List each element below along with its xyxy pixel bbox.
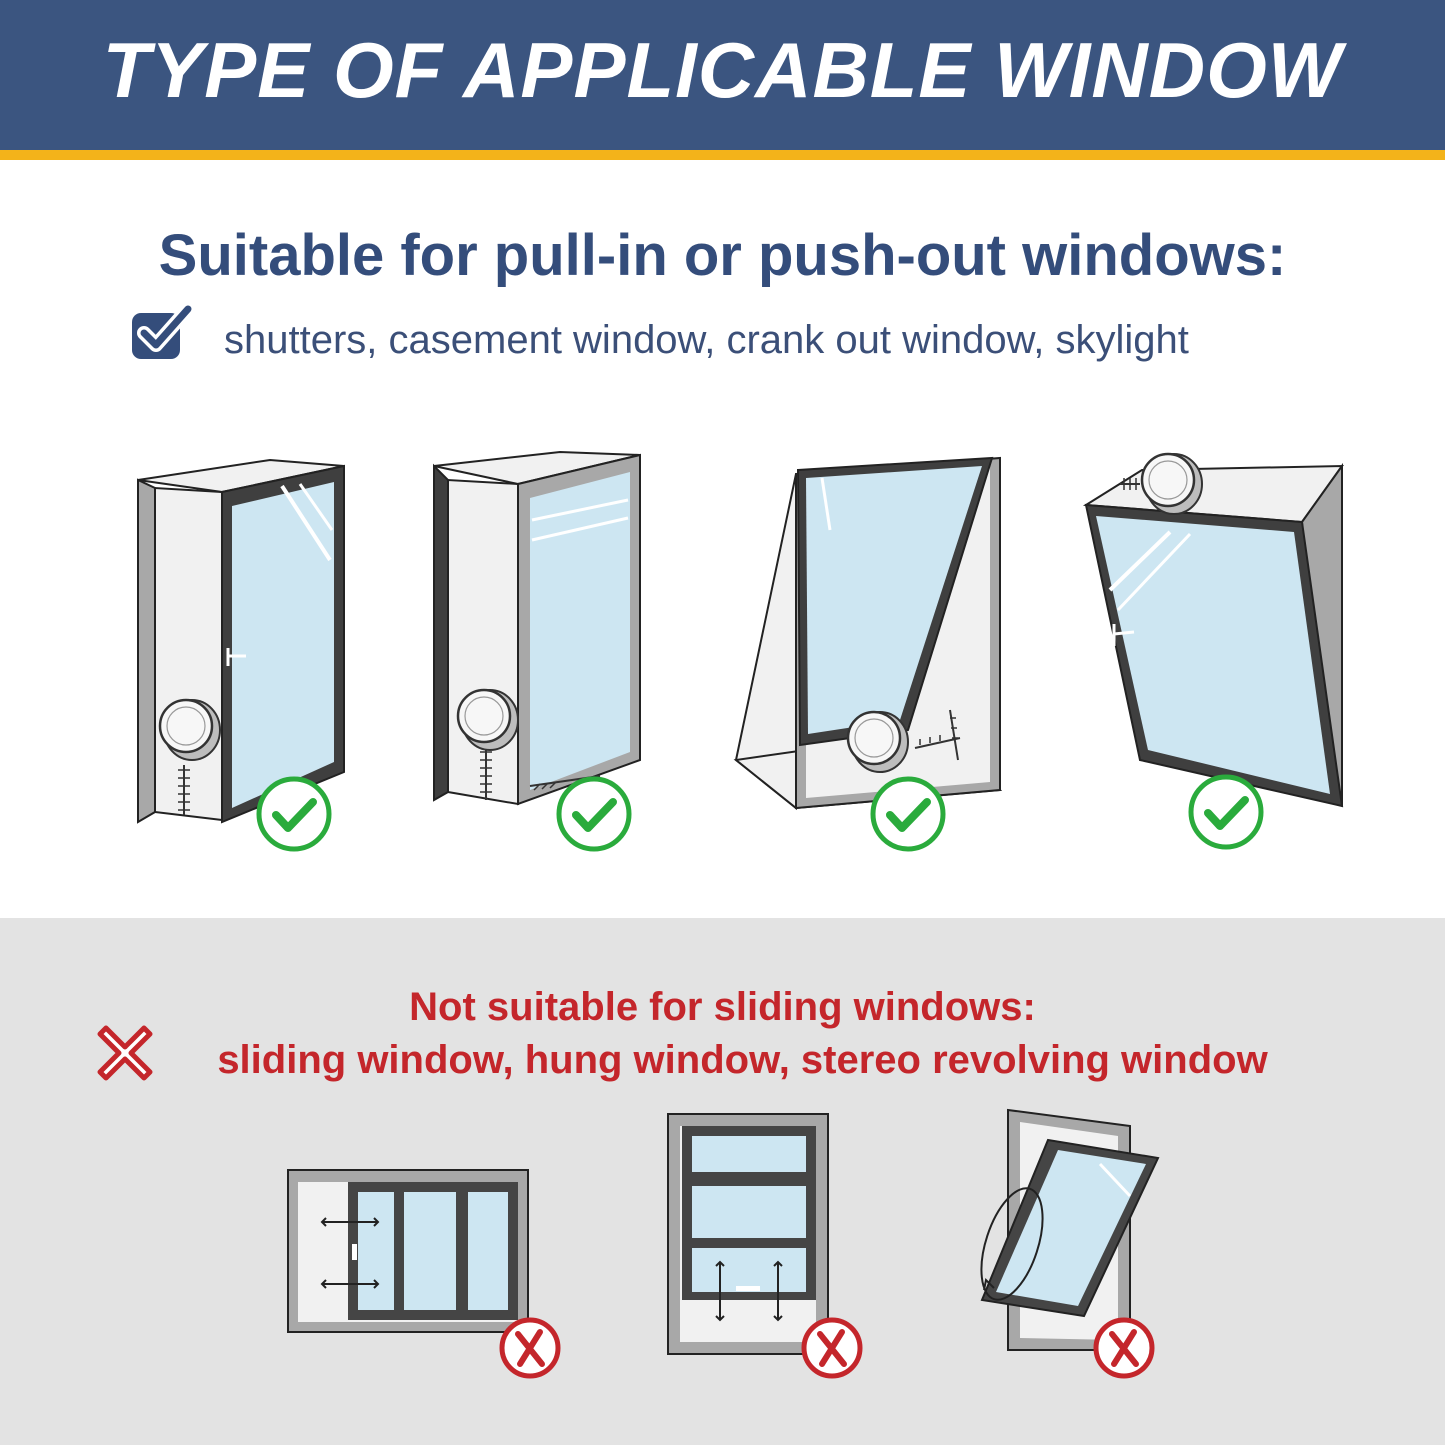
suitable-window-list: shutters, casement window, crank out win…	[224, 318, 1189, 362]
suitable-heading: Suitable for pull-in or push-out windows…	[158, 223, 1287, 288]
not-suitable-window-list: sliding window, hung window, stereo revo…	[217, 1038, 1268, 1082]
shutter-window-illustration	[137, 458, 345, 849]
cross-icon	[97, 1025, 153, 1081]
stereo-revolving-window-illustration	[980, 1108, 1160, 1376]
skylight-window-illustration	[1082, 452, 1344, 847]
unsuitable-windows-illustrations	[287, 1108, 1160, 1400]
casement-window-illustration	[433, 450, 641, 849]
hung-window-illustration	[667, 1113, 860, 1376]
crank-out-window-illustration	[733, 456, 1003, 849]
header-banner: TYPE OF APPLICABLE WINDOW	[0, 0, 1445, 150]
banner-stripe	[0, 150, 1445, 160]
sliding-window-illustration	[287, 1169, 558, 1376]
checkbox-check-icon	[132, 303, 195, 359]
suitable-windows-illustrations	[137, 450, 1344, 860]
page-title: TYPE OF APPLICABLE WINDOW	[102, 25, 1343, 114]
not-suitable-heading: Not suitable for sliding windows:	[409, 985, 1036, 1029]
